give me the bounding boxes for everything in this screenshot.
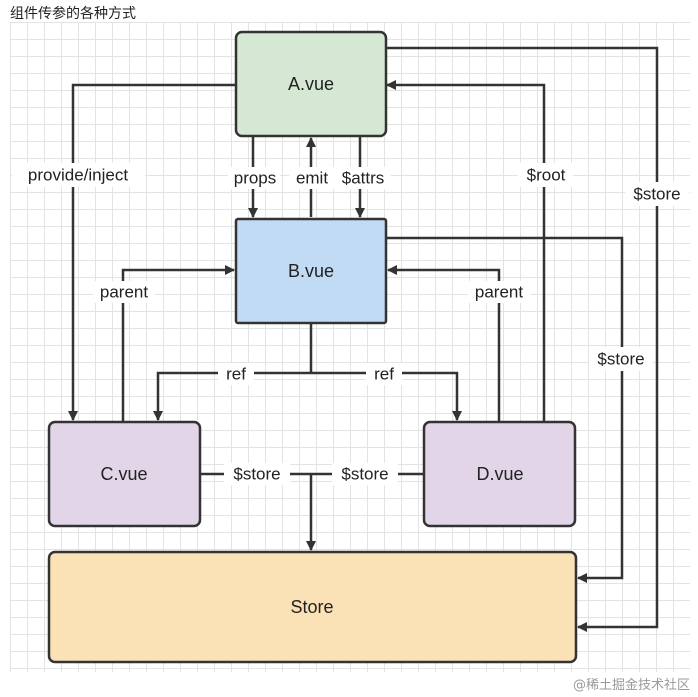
node-store-label: Store — [290, 597, 333, 617]
node-c — [47, 420, 202, 528]
label-root: $root — [527, 166, 566, 185]
edge-provide-inject — [68, 83, 237, 421]
label-store-c: $store — [233, 465, 280, 484]
node-d-label: D.vue — [476, 464, 523, 484]
label-emit: emit — [296, 169, 328, 188]
edge-store-b — [386, 236, 624, 583]
edge-ref-c — [153, 371, 311, 421]
label-provide-inject: provide/inject — [28, 166, 128, 185]
node-d — [422, 420, 577, 528]
edge-ref-d — [311, 371, 462, 421]
edge-store-a — [386, 46, 659, 632]
edge-parent-c — [121, 265, 235, 422]
label-attrs: $attrs — [342, 169, 385, 188]
watermark: @稀土掘金技术社区 — [572, 678, 690, 693]
label-ref-c: ref — [226, 365, 246, 384]
node-b — [234, 217, 388, 325]
label-parent-d: parent — [475, 283, 523, 302]
label-store-b: $store — [597, 350, 644, 369]
label-store-d: $store — [341, 465, 388, 484]
label-parent-c: parent — [100, 283, 148, 302]
label-props: props — [234, 169, 277, 188]
edge-parent-d — [387, 265, 501, 422]
node-b-label: B.vue — [288, 261, 334, 281]
node-c-label: C.vue — [100, 464, 147, 484]
node-store — [47, 550, 578, 664]
node-a-label: A.vue — [288, 74, 334, 94]
diagram-title: 组件传参的各种方式 — [10, 6, 136, 22]
edge-root — [386, 80, 546, 422]
label-store-a: $store — [633, 185, 680, 204]
label-ref-d: ref — [374, 365, 394, 384]
node-a — [234, 30, 388, 138]
